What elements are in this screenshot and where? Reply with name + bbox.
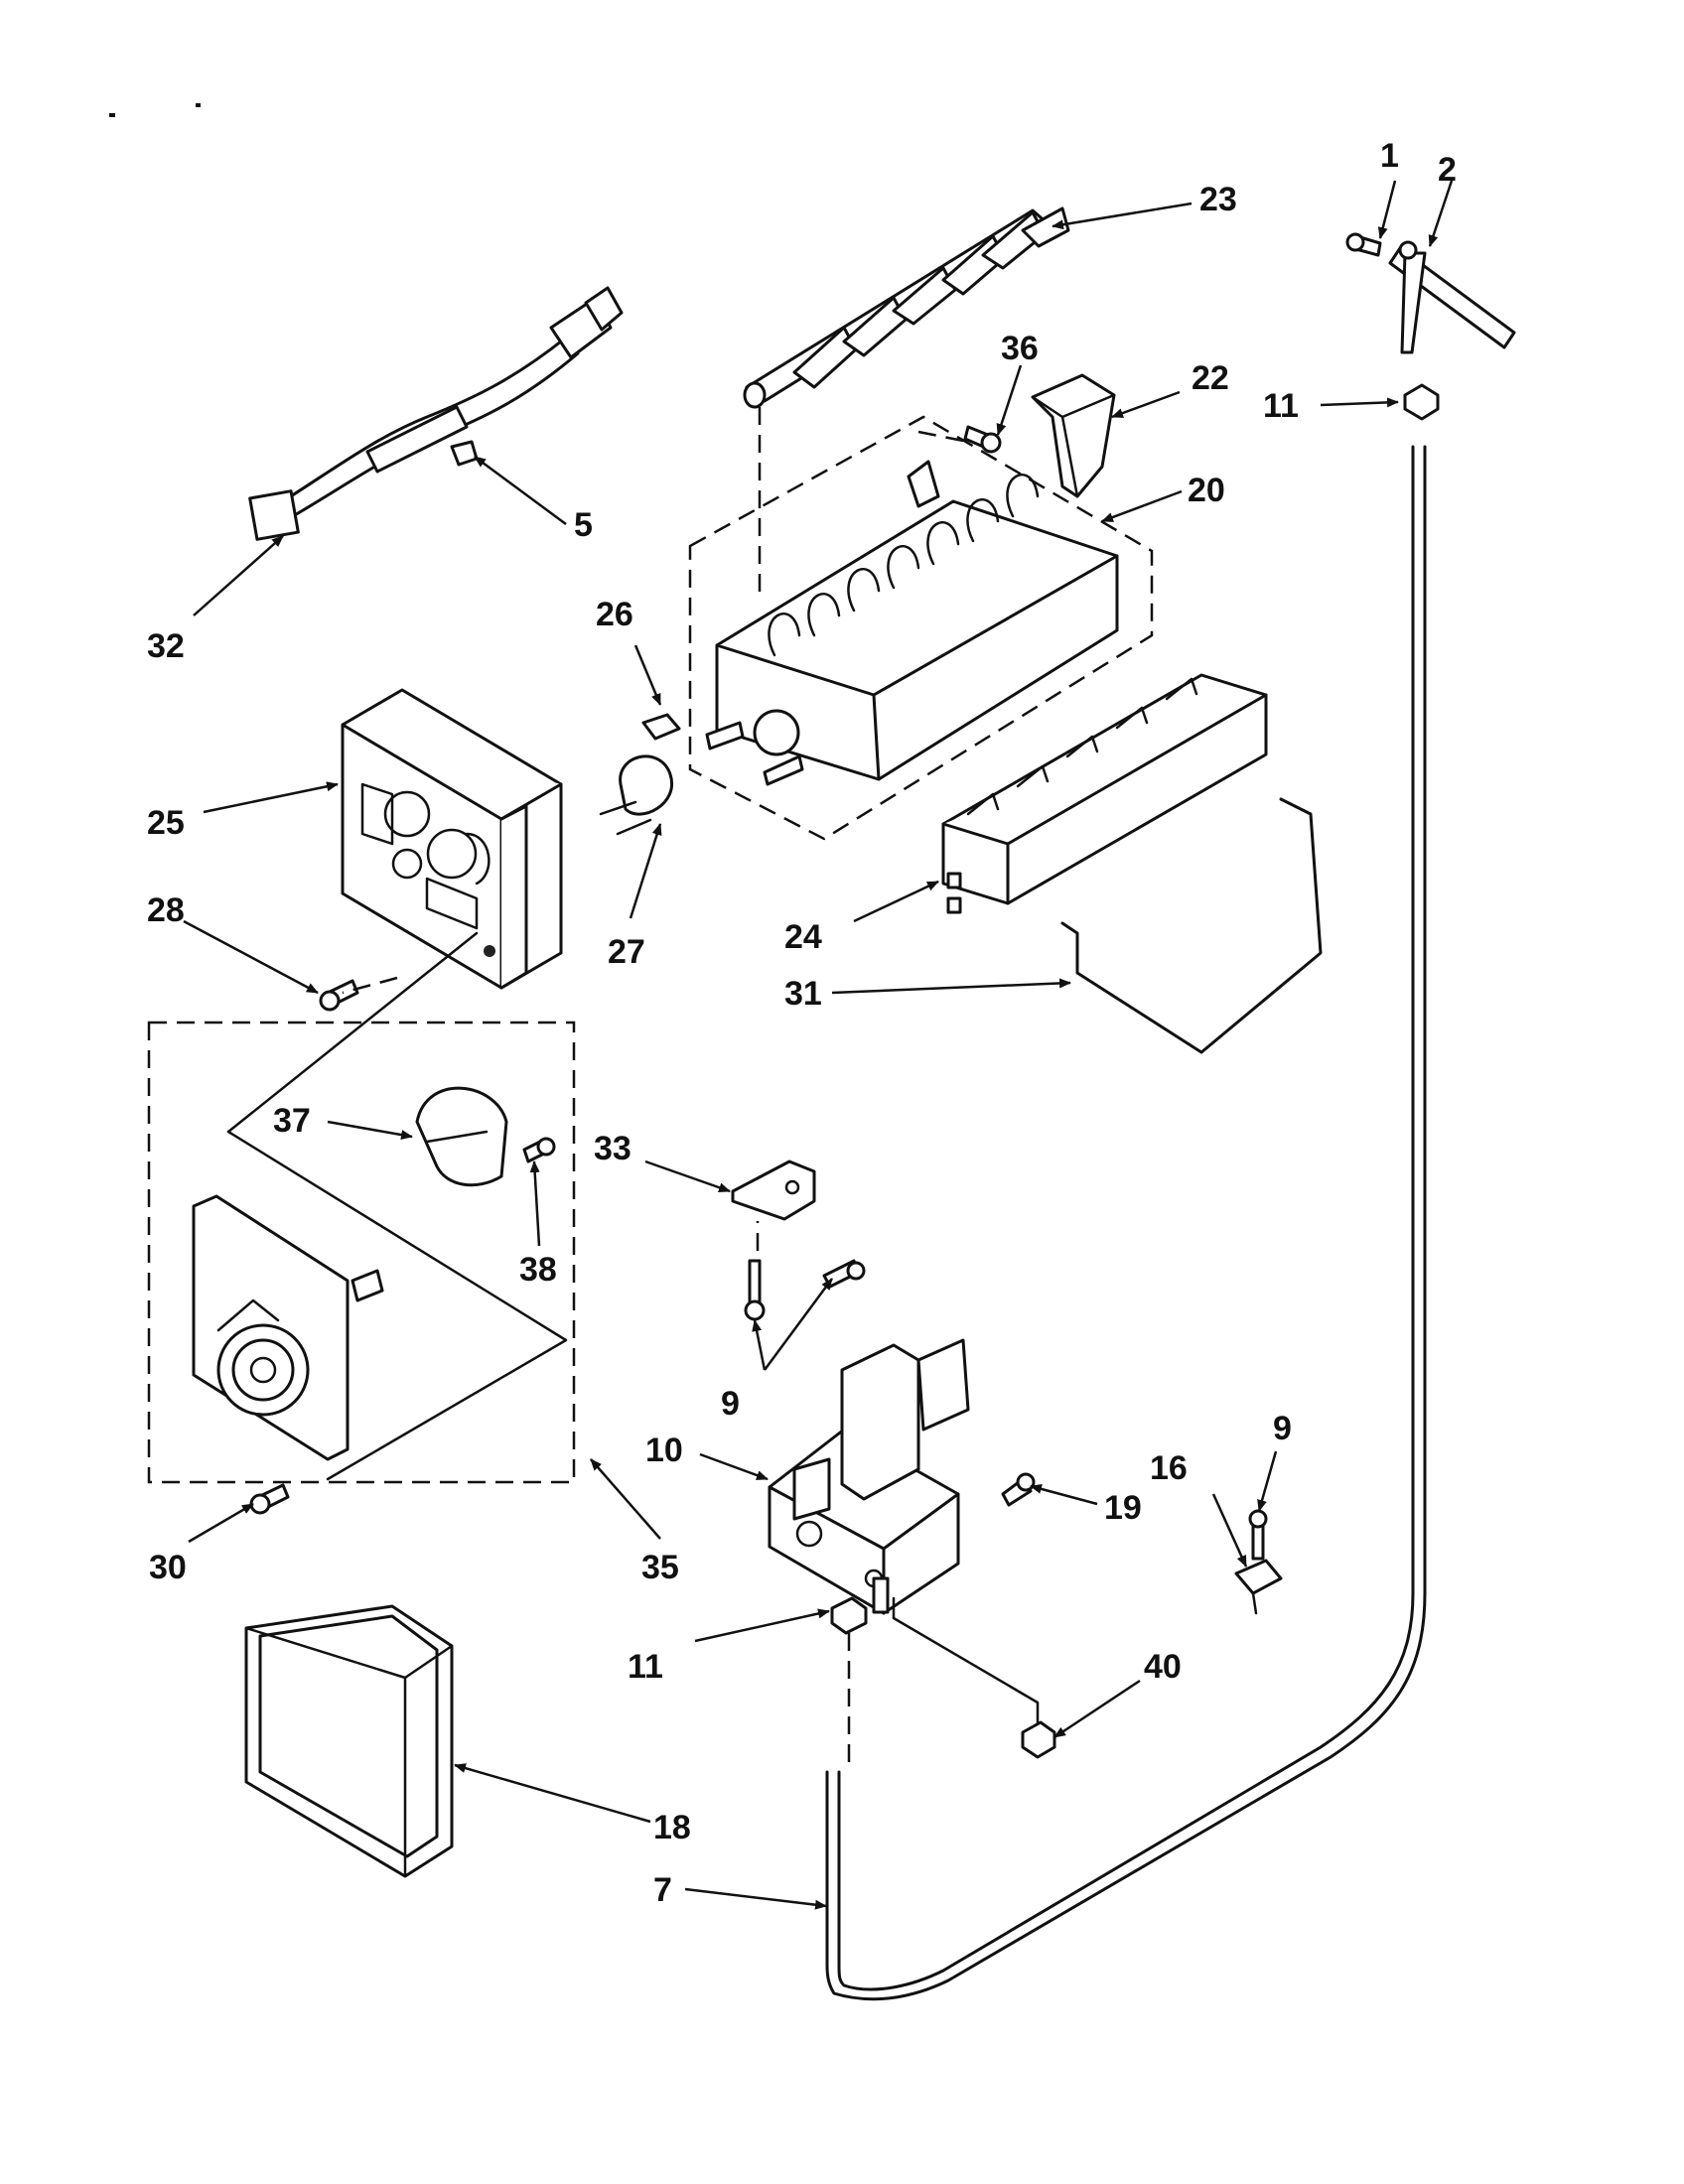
callout-38: 38: [519, 1251, 557, 1289]
water-valve-part: [768, 1338, 970, 1615]
guide-line: [226, 931, 479, 1134]
callout-25: 25: [147, 804, 185, 842]
callout-37: 37: [273, 1102, 311, 1140]
callout-23: 23: [1199, 181, 1237, 218]
callout-22: 22: [1192, 359, 1229, 397]
fill-cup-part: [1031, 373, 1116, 498]
motor-plate-part: [192, 1194, 384, 1461]
callout-9b: 9: [1273, 1410, 1292, 1447]
ejector-blade-part: [743, 206, 1070, 409]
scan-marks: [109, 103, 201, 117]
callout-19: 19: [1104, 1489, 1142, 1527]
screw-38-part: [522, 1137, 556, 1163]
screw-9-part: [744, 1259, 866, 1321]
callout-32: 32: [147, 627, 185, 665]
guide-line: [342, 976, 398, 995]
wire-harness-part: [248, 286, 624, 541]
bracket-33-part: [731, 1160, 816, 1221]
callout-18: 18: [653, 1809, 691, 1846]
callout-24: 24: [784, 918, 822, 956]
nut-11-lower-part: [830, 1596, 868, 1635]
callout-28: 28: [147, 891, 185, 929]
callout-5: 5: [574, 506, 593, 544]
mold-part: [688, 415, 1154, 841]
callout-33: 33: [594, 1130, 632, 1167]
callout-9a: 9: [721, 1385, 740, 1423]
water-tube-part: [825, 445, 1427, 2001]
front-cover-part: [244, 1604, 454, 1878]
fill-tube-part: [1345, 232, 1516, 354]
callout-36: 36: [1001, 330, 1039, 367]
mold-cover-part: [941, 673, 1268, 914]
callout-31: 31: [784, 975, 822, 1013]
callout-1: 1: [1380, 137, 1399, 175]
screw-28-part: [319, 979, 359, 1012]
callout-11-upper: 11: [1263, 387, 1299, 425]
nut-11-upper-part: [1403, 383, 1440, 421]
leader-lines: [183, 180, 1454, 1910]
screw-36-part: [963, 425, 1002, 454]
thermostat-part: [599, 754, 674, 836]
clip-26-part: [641, 713, 681, 741]
nut-40-part: [1021, 1720, 1056, 1759]
callout-16: 16: [1150, 1449, 1188, 1487]
callout-27: 27: [608, 933, 645, 971]
housing-part: [341, 688, 563, 990]
guide-line: [892, 1596, 1040, 1724]
callout-labels: 1 2 23 36 22 11 5 20 32 26 25 28 27 24 3…: [147, 137, 1457, 1909]
guide-line: [917, 430, 969, 444]
guide-line: [226, 1130, 568, 1481]
motor-part: [415, 1086, 508, 1187]
callout-10: 10: [645, 1432, 683, 1469]
callout-26: 26: [596, 596, 633, 633]
screw-19-part: [1001, 1472, 1036, 1507]
callout-20: 20: [1188, 472, 1225, 509]
clamp-16-part: [1234, 1509, 1283, 1615]
screw-30-part: [249, 1483, 290, 1515]
callout-11-lower: 11: [628, 1648, 663, 1686]
callout-35: 35: [641, 1549, 679, 1586]
callout-40: 40: [1144, 1648, 1182, 1686]
shutoff-arm-part: [1060, 797, 1323, 1054]
callout-2: 2: [1438, 151, 1457, 189]
motor-assembly-box: [147, 1021, 576, 1484]
callout-30: 30: [149, 1549, 187, 1586]
callout-7: 7: [653, 1871, 672, 1909]
